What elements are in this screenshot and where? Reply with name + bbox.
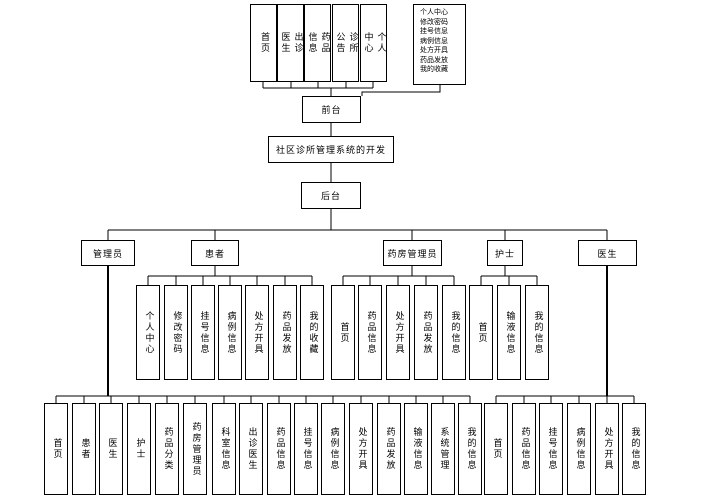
patient-item: 个人中心 [136, 285, 160, 380]
admin-item: 药房管理员 [183, 403, 207, 495]
pharmacist-item: 药品信息 [358, 285, 382, 380]
front-page-doctors: 出诊医生 [277, 4, 304, 82]
note-line: 个人中心 [420, 8, 448, 16]
patient-item: 处方开具 [245, 285, 269, 380]
admin-item: 病例信息 [321, 403, 345, 495]
patient-item: 药品发放 [273, 285, 297, 380]
admin-item: 医生 [99, 403, 123, 495]
connector-nurse [480, 266, 538, 285]
admin-item: 出诊医生 [239, 403, 263, 495]
front-page-user-center: 个人中心 [360, 4, 387, 82]
admin-item: 输液信息 [404, 403, 428, 495]
patient-item: 我的收藏 [300, 285, 324, 380]
admin-item: 系统管理 [431, 403, 455, 495]
pharmacist-item: 首页 [331, 285, 355, 380]
admin-item: 药品信息 [267, 403, 291, 495]
doctor-item: 病例信息 [567, 403, 591, 495]
front-page-notice: 诊所公告 [332, 4, 359, 82]
admin-item: 首页 [44, 403, 68, 495]
admin-item: 我的信息 [458, 403, 482, 495]
pharmacist-item: 我的信息 [442, 285, 466, 380]
nurse-item: 输液信息 [497, 285, 521, 380]
admin-item: 药品发放 [377, 403, 401, 495]
role-admin: 管理员 [81, 240, 135, 266]
admin-item: 护士 [127, 403, 151, 495]
patient-item: 修改密码 [164, 285, 188, 380]
doctor-item: 挂号信息 [539, 403, 563, 495]
admin-item: 科室信息 [212, 403, 236, 495]
connector-pharmacist [342, 266, 455, 285]
doctor-item: 药品信息 [512, 403, 536, 495]
note-line: 挂号信息 [420, 27, 448, 35]
admin-item: 患者 [72, 403, 96, 495]
patient-item: 挂号信息 [191, 285, 215, 380]
role-nurse: 护士 [487, 240, 523, 266]
doctor-item: 处方开具 [595, 403, 619, 495]
note-line: 药品发放 [420, 55, 448, 64]
admin-item: 处方开具 [349, 403, 373, 495]
front-page-medicine: 药品信息 [304, 4, 331, 82]
note-line: 修改密码 [420, 17, 448, 26]
nurse-item: 首页 [469, 285, 493, 380]
admin-item: 药品分类 [155, 403, 179, 495]
doctor-item: 首页 [484, 403, 508, 495]
pharmacist-item: 药品发放 [414, 285, 438, 380]
admin-item: 挂号信息 [294, 403, 318, 495]
role-patient: 患者 [191, 240, 239, 266]
front-page-home: 首页 [250, 4, 277, 82]
connector-backend-bus [107, 229, 608, 240]
note-line: 我的收藏 [420, 65, 448, 73]
connector-note [361, 85, 441, 96]
role-pharmacist: 药房管理员 [383, 240, 442, 266]
note-line: 处方开具 [420, 46, 448, 54]
role-doctor: 医生 [578, 240, 637, 266]
pharmacist-item: 处方开具 [386, 285, 410, 380]
nurse-item: 我的信息 [525, 285, 549, 380]
patient-item: 病例信息 [218, 285, 242, 380]
connector-front-pages [262, 82, 374, 96]
frontend-node: 前台 [302, 96, 361, 123]
system-node: 社区诊所管理系统的开发 [268, 136, 394, 163]
backend-node: 后台 [301, 182, 361, 209]
note-line: 病例信息 [420, 36, 448, 45]
user-center-note: 个人中心 修改密码 挂号信息 病例信息 处方开具 药品发放 我的收藏 [413, 4, 466, 85]
connector-patient [147, 266, 313, 285]
doctor-item: 我的信息 [622, 403, 646, 495]
